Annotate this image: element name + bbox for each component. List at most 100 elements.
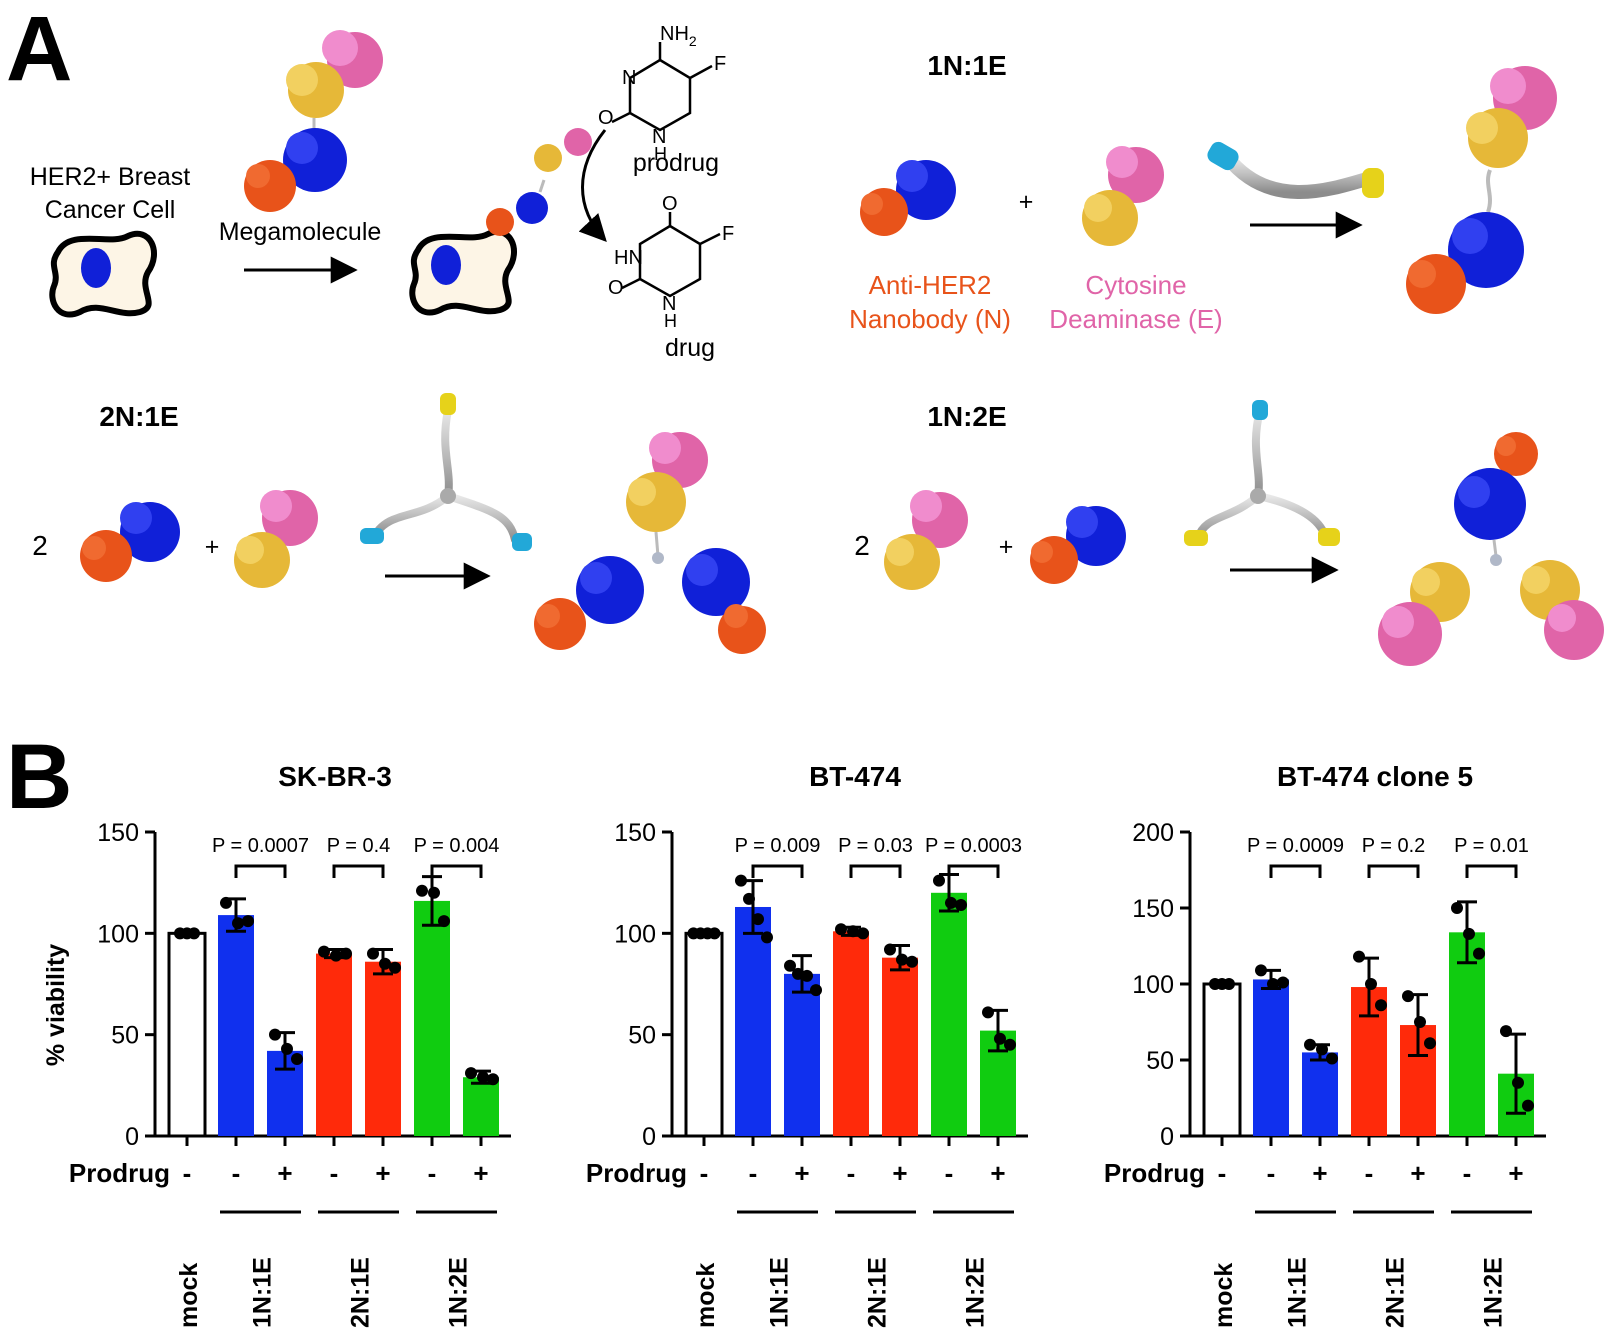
y-tick-label: 50: [1146, 1047, 1174, 1075]
prodrug-sign: -: [1218, 1158, 1227, 1188]
data-point: [232, 917, 244, 930]
y-tick-label: 100: [614, 920, 656, 948]
cell-label-line2: Cancer Cell: [45, 196, 176, 224]
bar: [316, 953, 352, 1136]
y-tick-label: 100: [97, 920, 139, 948]
prodrug-label: Prodrug: [69, 1158, 170, 1188]
panel-b-letter: B: [6, 726, 72, 828]
chem-h-top: H: [654, 144, 667, 164]
p-value-bracket: [234, 864, 287, 878]
bar: [833, 931, 869, 1136]
p-value-label: P = 0.0007: [212, 835, 309, 857]
nanobody-domain-icon: [860, 160, 956, 236]
y-tick-label: 50: [628, 1022, 656, 1050]
data-point: [1414, 1016, 1426, 1028]
nanobody-1n2e-icon: [1030, 506, 1126, 584]
data-point: [896, 953, 908, 966]
category-label: 1N:1E: [249, 1257, 277, 1328]
p-value-label: P = 0.0009: [1247, 835, 1344, 857]
plus-sign-2n1e: +: [205, 533, 220, 561]
bar: [463, 1077, 499, 1136]
data-point: [1353, 950, 1365, 963]
data-point: [955, 898, 967, 911]
data-point: [761, 931, 773, 944]
bar: [167, 931, 207, 1138]
data-point: [1365, 978, 1377, 990]
prodrug-sign: -: [232, 1158, 241, 1188]
bar: [414, 900, 450, 1136]
y-tick-label: 150: [1132, 895, 1174, 923]
data-point: [1402, 990, 1414, 1003]
prodrug-sign: -: [183, 1158, 192, 1188]
branched-linker-1n2e-icon: [1184, 400, 1340, 546]
data-point: [1004, 1038, 1016, 1051]
p-value-bracket: [849, 864, 902, 878]
construct-1n1e-title: 1N:1E: [927, 50, 1006, 81]
product-1n2e-icon: [1378, 432, 1604, 666]
data-point: [188, 927, 200, 940]
p-value-label: P = 0.4: [327, 835, 391, 857]
bar: [1253, 979, 1289, 1136]
linear-linker-icon: [1207, 141, 1384, 199]
prodrug-sign: -: [330, 1158, 339, 1188]
prodrug-sign: +: [1508, 1158, 1523, 1188]
data-point: [1316, 1043, 1328, 1056]
category-label: 2N:1E: [347, 1257, 375, 1328]
p-value-bracket: [947, 864, 1000, 878]
category-label: mock: [175, 1263, 203, 1328]
data-point: [477, 1071, 489, 1084]
y-tick-label: 200: [1132, 819, 1174, 847]
chem-f-top: F: [714, 53, 726, 75]
cancer-cell-icon: [49, 230, 157, 318]
product-1n1e-icon: [1406, 66, 1557, 314]
data-point: [933, 874, 945, 887]
p-value-bracket: [751, 864, 804, 878]
prodrug-sign: +: [1312, 1158, 1327, 1188]
data-point: [801, 969, 813, 982]
y-tick-label: 0: [642, 1123, 656, 1151]
data-point: [1223, 978, 1235, 990]
panel-a: A HER2+ Breast Cancer Cell Megamolecule: [6, 0, 1604, 666]
prodrug-label: Prodrug: [1104, 1158, 1205, 1188]
construct-2n1e-title: 2N:1E: [99, 401, 178, 432]
enzyme-label-line2: Deaminase (E): [1049, 304, 1222, 334]
branched-linker-2n1e-icon: [360, 393, 532, 551]
y-axis-label: % viability: [42, 944, 70, 1066]
data-point: [330, 949, 342, 962]
p-value-bracket: [1269, 864, 1322, 878]
construct-1n2e-title: 1N:2E: [927, 401, 1006, 432]
data-point: [379, 957, 391, 970]
data-point: [835, 923, 847, 936]
category-label: mock: [1210, 1263, 1238, 1328]
data-point: [735, 874, 747, 887]
chem-n-bottom: N: [652, 126, 666, 148]
data-point: [428, 886, 440, 899]
data-point: [1512, 1076, 1524, 1089]
chem-o-drug-bottom: O: [608, 277, 624, 299]
data-point: [269, 1028, 281, 1041]
data-point: [340, 947, 352, 960]
prodrug-label: prodrug: [633, 149, 719, 177]
category-label: 2N:1E: [1382, 1257, 1410, 1328]
data-point: [857, 927, 869, 940]
data-point: [281, 1042, 293, 1055]
chart-2: BT-474 clone 5050100150200--+-+-+Prodrug…: [1104, 761, 1546, 1328]
chem-f-drug: F: [722, 223, 734, 245]
prodrug-sign: +: [277, 1158, 292, 1188]
prodrug-sign: -: [749, 1158, 758, 1188]
viability-charts: SK-BR-3 0 50 100 150 - - + - + - + Prodrug P = 0.0007…: [69, 761, 1546, 1328]
bar: [684, 931, 724, 1138]
prodrug-sign: -: [1463, 1158, 1472, 1188]
prodrug-sign: -: [1267, 1158, 1276, 1188]
data-point: [1255, 964, 1267, 977]
data-point: [1500, 1025, 1512, 1038]
p-value-label: P = 0.004: [414, 835, 500, 857]
prodrug-sign: +: [892, 1158, 907, 1188]
bar: [784, 973, 820, 1136]
drug-structure: O F HN O N H: [608, 193, 734, 331]
data-point: [487, 1073, 499, 1086]
chart-title: SK-BR-3: [278, 761, 392, 792]
p-value-bracket: [1465, 864, 1518, 878]
data-point: [810, 984, 822, 997]
